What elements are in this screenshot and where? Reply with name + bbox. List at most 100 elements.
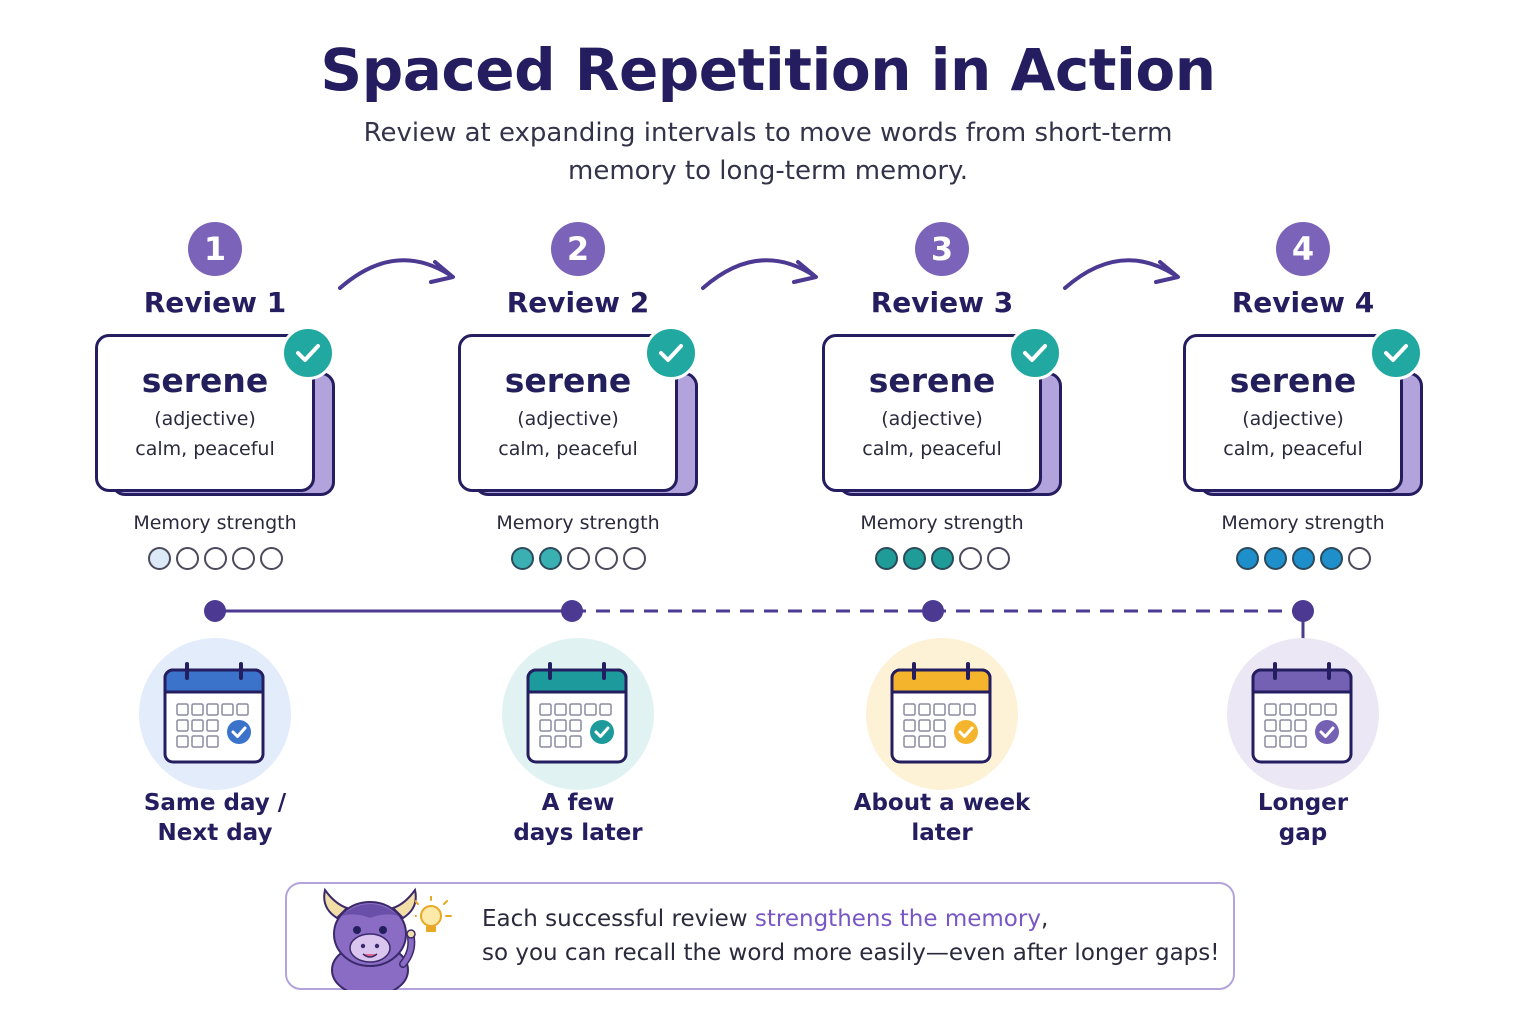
flashcard-front: serene (adjective) calm, peaceful bbox=[822, 334, 1042, 492]
calendar-day bbox=[1279, 735, 1292, 748]
tip-text-punct: , bbox=[1040, 906, 1049, 932]
memory-strength-meter bbox=[1173, 547, 1433, 570]
calendar-day bbox=[903, 703, 916, 716]
calendar-day bbox=[1294, 703, 1307, 716]
card-word: serene bbox=[868, 361, 996, 400]
calendar-day bbox=[903, 719, 916, 732]
lightbulb-icon bbox=[415, 896, 452, 932]
card-word: serene bbox=[1229, 361, 1357, 400]
calendar-day bbox=[599, 703, 612, 716]
calendar-day bbox=[933, 735, 946, 748]
calendar-day bbox=[903, 735, 916, 748]
calendar-day bbox=[191, 703, 204, 716]
calendar-day bbox=[176, 735, 189, 748]
page-title: Spaced Repetition in Action bbox=[320, 36, 1216, 104]
calendar-badge bbox=[139, 638, 291, 790]
calendar-day bbox=[206, 719, 219, 732]
review-title: Review 4 bbox=[1231, 286, 1375, 319]
calendar-day bbox=[569, 703, 582, 716]
calendar-check-badge bbox=[954, 720, 978, 744]
calendar-header bbox=[890, 668, 992, 694]
calendar-check-mark bbox=[594, 726, 610, 738]
calendar-badge bbox=[866, 638, 1018, 790]
calendar-check-mark bbox=[231, 726, 247, 738]
tip-callout: Each successful review strengthens the m… bbox=[285, 882, 1235, 990]
calendar-day bbox=[1279, 719, 1292, 732]
memory-dot-filled bbox=[1319, 547, 1343, 570]
memory-dot-filled bbox=[874, 547, 898, 570]
interval-label-line-2: days later bbox=[513, 820, 643, 846]
calendar-check-mark bbox=[1319, 726, 1335, 738]
calendar-icon bbox=[890, 662, 992, 764]
tip-text-line-2: so you can recall the word more easily—e… bbox=[482, 940, 1220, 966]
card-word: serene bbox=[504, 361, 632, 400]
interval-label: Longer gap bbox=[1173, 788, 1433, 848]
flashcard: serene (adjective) calm, peaceful bbox=[822, 326, 1062, 496]
calendar-day bbox=[554, 703, 567, 716]
calendar-header bbox=[1251, 668, 1353, 694]
checkmark-icon bbox=[1369, 326, 1423, 380]
calendar-day bbox=[918, 719, 931, 732]
memory-dot-empty bbox=[594, 547, 618, 570]
memory-strength-label: Memory strength bbox=[860, 512, 1024, 534]
calendar-day bbox=[933, 719, 946, 732]
calendar-check-badge bbox=[227, 720, 251, 744]
review-stage-2: 2 Review 2 serene (adjective) calm, peac… bbox=[448, 222, 708, 862]
memory-strength-meter bbox=[812, 547, 1072, 570]
card-part-of-speech: (adjective) bbox=[881, 408, 983, 430]
calendar-icon bbox=[1251, 662, 1353, 764]
calendar-day bbox=[569, 719, 582, 732]
memory-dot-filled bbox=[1291, 547, 1315, 570]
review-title: Review 1 bbox=[143, 286, 287, 319]
memory-dot-filled bbox=[1235, 547, 1259, 570]
memory-dot-empty bbox=[175, 547, 199, 570]
calendar-day bbox=[933, 703, 946, 716]
flashcard: serene (adjective) calm, peaceful bbox=[95, 326, 335, 496]
memory-dot-empty bbox=[622, 547, 646, 570]
step-number-badge: 4 bbox=[1276, 222, 1330, 276]
calendar-day bbox=[1294, 735, 1307, 748]
interval-label: A few days later bbox=[448, 788, 708, 848]
flashcard: serene (adjective) calm, peaceful bbox=[458, 326, 698, 496]
calendar-day bbox=[191, 719, 204, 732]
calendar-day bbox=[221, 703, 234, 716]
memory-strength-label: Memory strength bbox=[1221, 512, 1385, 534]
review-stage-3: 3 Review 3 serene (adjective) calm, peac… bbox=[812, 222, 1072, 862]
calendar-day bbox=[569, 735, 582, 748]
calendar-day bbox=[963, 703, 976, 716]
interval-label-line-2: Next day bbox=[157, 820, 273, 846]
checkmark-icon bbox=[281, 326, 335, 380]
calendar-day bbox=[1264, 735, 1277, 748]
calendar-badge bbox=[1227, 638, 1379, 790]
yak-mascot-icon bbox=[323, 887, 417, 990]
card-part-of-speech: (adjective) bbox=[1242, 408, 1344, 430]
interval-label-line-2: later bbox=[911, 820, 973, 846]
calendar-day bbox=[206, 735, 219, 748]
memory-dot-filled bbox=[538, 547, 562, 570]
card-definition: calm, peaceful bbox=[862, 438, 1002, 460]
calendar-day bbox=[554, 719, 567, 732]
memory-dot-filled bbox=[1263, 547, 1287, 570]
review-stage-1: 1 Review 1 serene (adjective) calm, peac… bbox=[85, 222, 345, 862]
timeline-node bbox=[922, 600, 944, 622]
calendar-day bbox=[1279, 703, 1292, 716]
interval-label-line-1: A few bbox=[541, 790, 615, 816]
memory-dot-empty bbox=[566, 547, 590, 570]
calendar-day bbox=[191, 735, 204, 748]
review-title: Review 2 bbox=[506, 286, 650, 319]
review-title: Review 3 bbox=[870, 286, 1014, 319]
curved-arrow-icon bbox=[701, 258, 818, 290]
interval-label-line-1: Same day / bbox=[143, 790, 287, 816]
memory-dot-empty bbox=[203, 547, 227, 570]
subtitle-line-1: Review at expanding intervals to move wo… bbox=[363, 118, 1173, 148]
calendar-day bbox=[1264, 703, 1277, 716]
calendar-check-mark bbox=[958, 726, 974, 738]
memory-strength-meter bbox=[448, 547, 708, 570]
memory-dot-filled bbox=[510, 547, 534, 570]
flashcard-front: serene (adjective) calm, peaceful bbox=[1183, 334, 1403, 492]
flashcard-front: serene (adjective) calm, peaceful bbox=[95, 334, 315, 492]
calendar-day bbox=[539, 735, 552, 748]
step-number-badge: 1 bbox=[188, 222, 242, 276]
calendar-check-badge bbox=[590, 720, 614, 744]
calendar-day bbox=[1294, 719, 1307, 732]
